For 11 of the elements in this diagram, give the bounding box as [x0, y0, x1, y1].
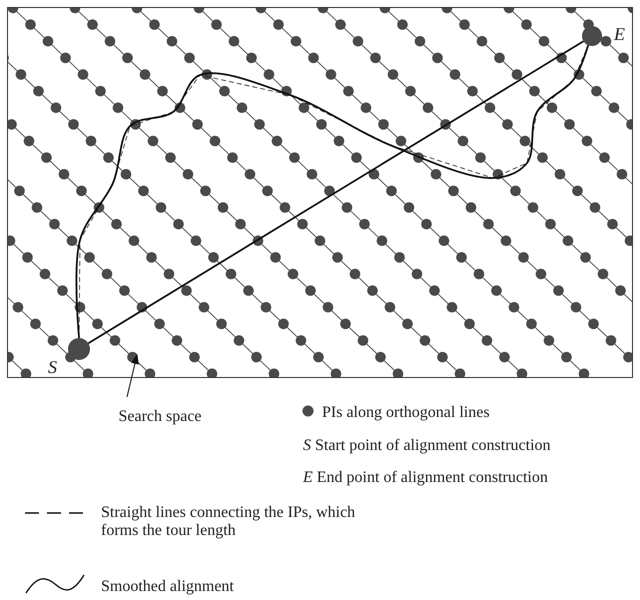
point-label: E: [614, 25, 625, 43]
legend-text: Smoothed alignment: [101, 578, 234, 596]
point-label: S: [48, 358, 57, 376]
point-marker: [582, 26, 602, 46]
legend-text: Straight lines connecting the IPs, which forms the tour length: [101, 504, 356, 540]
leader-arrow: [126, 354, 139, 398]
legend-text: E End point of alignment construction: [303, 469, 548, 487]
legend-text: PIs along orthogonal lines: [322, 404, 490, 422]
point-marker: [68, 338, 90, 360]
legend-text: S Start point of alignment construction: [303, 437, 551, 455]
caption-label: Search space: [100, 408, 220, 428]
